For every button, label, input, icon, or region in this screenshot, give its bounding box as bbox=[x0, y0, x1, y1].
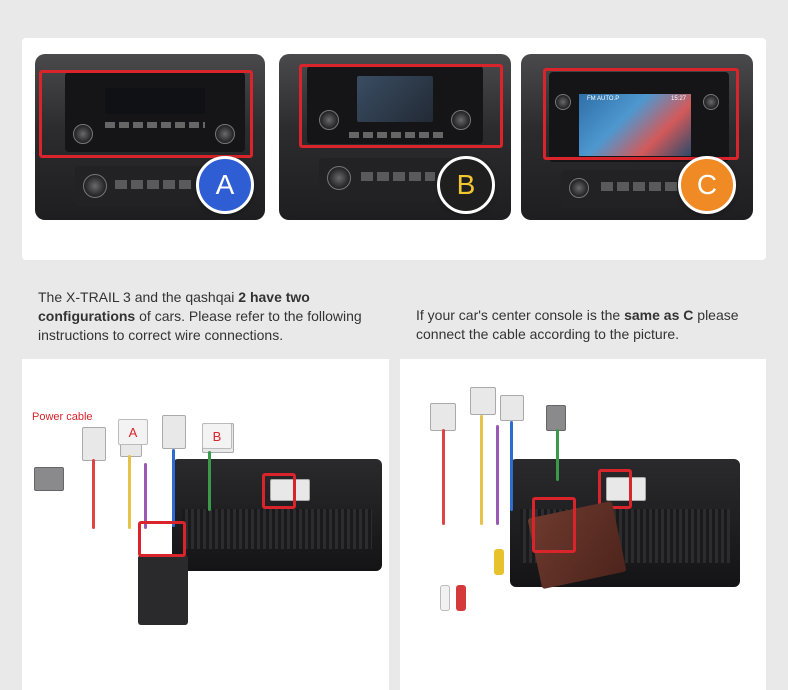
grey-connector bbox=[546, 405, 566, 431]
decoder-highlight bbox=[532, 497, 576, 553]
volume-knob bbox=[73, 124, 93, 144]
highlight-box-c bbox=[543, 68, 739, 160]
climate-keys bbox=[361, 172, 435, 181]
climate-keys bbox=[115, 180, 195, 189]
rca-white bbox=[440, 585, 450, 611]
rca-red bbox=[456, 585, 466, 611]
instruction-left-rest: of cars. Please refer to the following i… bbox=[38, 308, 362, 343]
canbus-decoder bbox=[138, 555, 188, 625]
highlight-box-a bbox=[39, 70, 253, 158]
screen-time: 15:27 bbox=[671, 96, 687, 102]
wire bbox=[510, 421, 513, 511]
wire bbox=[144, 463, 147, 529]
connector bbox=[430, 403, 456, 431]
instruction-left-prefix: The X-TRAIL 3 and the qashqai bbox=[38, 289, 239, 305]
connector bbox=[470, 387, 496, 415]
configuration-photos-card: FM AUTO.P 15:27 bbox=[22, 38, 766, 260]
instruction-right-prefix: If your car's center console is the bbox=[416, 307, 625, 323]
tag-b: B bbox=[202, 423, 232, 449]
preset-buttons bbox=[349, 132, 445, 138]
temp-knob-left bbox=[569, 178, 589, 198]
wire bbox=[442, 429, 445, 525]
wire bbox=[556, 429, 559, 481]
socket-row bbox=[606, 477, 646, 501]
volume-knob bbox=[555, 94, 571, 110]
temp-knob-left bbox=[83, 174, 107, 198]
rca-yellow bbox=[494, 549, 504, 575]
connector-a2 bbox=[162, 415, 186, 449]
wire bbox=[128, 455, 131, 529]
socket-highlight bbox=[262, 473, 296, 509]
temp-knob-left bbox=[327, 166, 351, 190]
wiring-photo-left: Power cable A B bbox=[22, 359, 389, 690]
wiring-photo-right bbox=[400, 359, 766, 690]
climate-keys bbox=[601, 182, 681, 191]
tuning-knob bbox=[451, 110, 471, 130]
config-badge-a: A bbox=[196, 156, 254, 214]
lcd-display bbox=[357, 76, 433, 122]
heatsink bbox=[182, 509, 372, 549]
preset-buttons bbox=[105, 122, 205, 128]
wire bbox=[92, 459, 95, 529]
instruction-right-rest: please connect the cable according to th… bbox=[416, 307, 739, 342]
lcd-display bbox=[105, 88, 205, 114]
power-connector bbox=[82, 427, 106, 461]
instruction-left-bold: 2 have two configurations bbox=[38, 289, 310, 324]
connector bbox=[500, 395, 524, 421]
tuning-knob bbox=[703, 94, 719, 110]
instruction-right-bold: same as C bbox=[624, 307, 694, 323]
tuning-knob bbox=[215, 124, 235, 144]
tag-a: A bbox=[118, 419, 148, 445]
power-cable-label: Power cable bbox=[32, 411, 93, 423]
wire bbox=[172, 449, 175, 527]
socket-row bbox=[270, 479, 310, 501]
instruction-right: If your car's center console is the same… bbox=[416, 306, 766, 344]
grey-connector bbox=[34, 467, 64, 491]
highlight-box-b bbox=[299, 64, 503, 148]
socket-highlight bbox=[598, 469, 632, 509]
wire bbox=[480, 415, 483, 525]
instruction-left: The X-TRAIL 3 and the qashqai 2 have two… bbox=[38, 288, 398, 345]
config-badge-b: B bbox=[437, 156, 495, 214]
decoder-highlight bbox=[138, 521, 186, 557]
screen-station: FM AUTO.P bbox=[587, 96, 620, 102]
wire bbox=[496, 425, 499, 525]
volume-knob bbox=[319, 110, 339, 130]
wire bbox=[208, 451, 211, 511]
config-badge-c: C bbox=[678, 156, 736, 214]
touch-screen bbox=[579, 94, 691, 156]
